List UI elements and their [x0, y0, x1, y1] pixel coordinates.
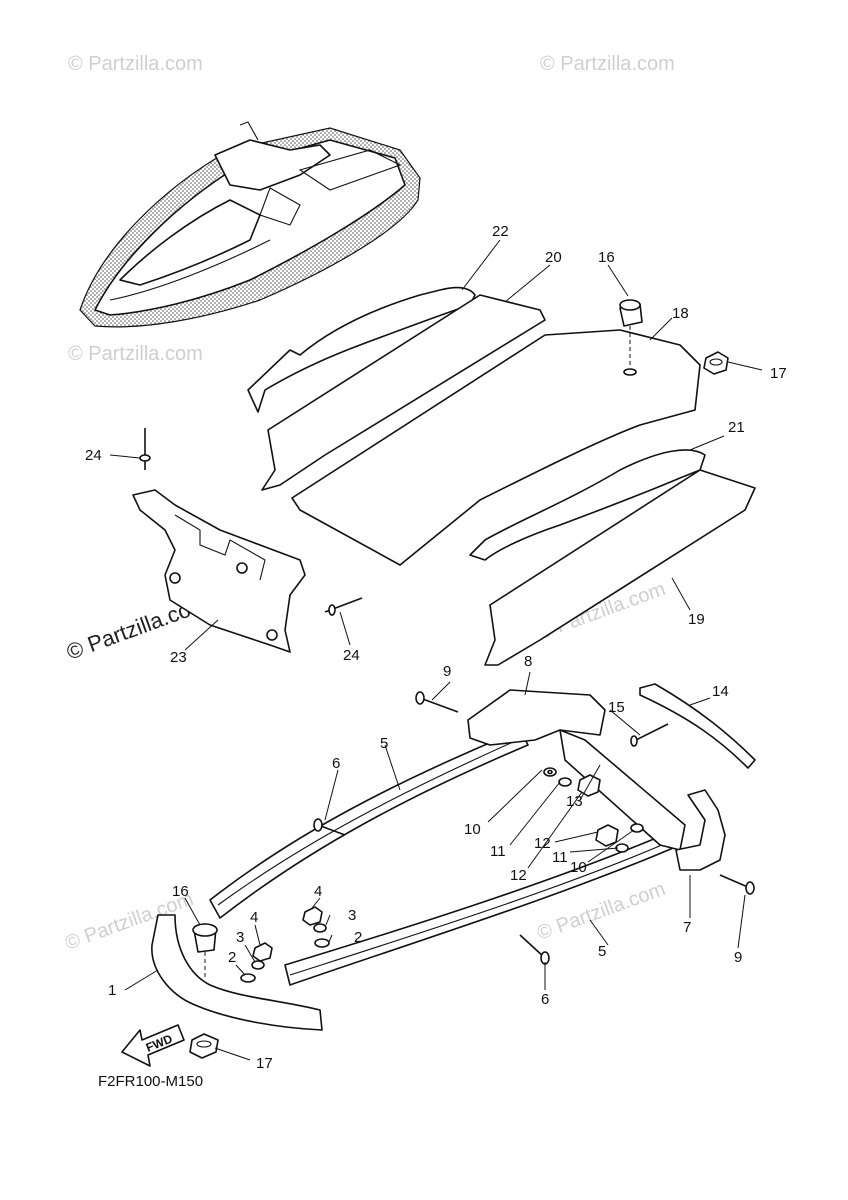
callout-22: 22	[492, 223, 509, 240]
callout-24-bottom: 24	[343, 647, 360, 664]
leader-lines	[109, 239, 763, 1061]
callout-6-right: 6	[541, 991, 549, 1008]
callout-12-left: 12	[510, 867, 527, 884]
callout-18: 18	[672, 305, 689, 322]
callout-8: 8	[524, 653, 532, 670]
callout-6-left: 6	[332, 755, 340, 772]
callout-12-right: 12	[534, 835, 551, 852]
callout-10-right: 10	[570, 859, 587, 876]
nut-17-top	[703, 351, 729, 375]
rivet-24-top	[139, 428, 151, 470]
washer-3-b	[251, 960, 265, 970]
callout-11-right: 11	[552, 849, 568, 866]
fwd-label: FWD	[144, 1031, 175, 1054]
corner-8	[467, 689, 606, 746]
callout-5-upper: 5	[380, 735, 388, 752]
rivet-15	[630, 723, 669, 747]
strip-14	[639, 683, 756, 769]
mat-19	[484, 469, 756, 666]
callout-23: 23	[170, 649, 187, 666]
watermark: © Partzilla.com	[540, 53, 675, 75]
callout-2-right: 2	[354, 929, 362, 946]
bracket-23	[132, 489, 306, 653]
callout-1: 1	[108, 982, 116, 999]
rail-5-upper	[209, 729, 529, 919]
callout-15: 15	[608, 699, 625, 716]
washer-11	[558, 777, 572, 787]
corner-7	[675, 789, 726, 871]
rivet-24-bottom	[324, 597, 363, 616]
washer-2-b	[240, 973, 256, 983]
callout-9-top: 9	[443, 663, 451, 680]
callout-17-top: 17	[770, 365, 787, 382]
plug-16-top	[619, 299, 643, 376]
nut-4	[302, 906, 323, 926]
mat-18	[291, 329, 701, 566]
forward-arrow: FWD	[121, 1024, 185, 1067]
callout-3-right: 3	[348, 907, 356, 924]
callout-5-lower: 5	[598, 943, 606, 960]
callout-9-bottom: 9	[734, 949, 742, 966]
bolt-6-left	[313, 818, 346, 836]
nut-17-bottom	[189, 1033, 219, 1059]
callout-7: 7	[683, 919, 691, 936]
nut-4-b	[252, 942, 273, 962]
callout-16-top: 16	[598, 249, 615, 266]
bolt-9-top	[415, 691, 459, 713]
washer-3	[313, 923, 327, 933]
plug-16-bottom	[192, 923, 218, 978]
callout-16-bottom: 16	[172, 883, 189, 900]
callout-14: 14	[712, 683, 729, 700]
watermark: © Partzilla.com	[68, 53, 203, 75]
callout-10-left: 10	[464, 821, 481, 838]
callout-11-left: 11	[490, 843, 506, 860]
bumper-1	[151, 914, 323, 1031]
mat-20	[261, 294, 546, 491]
nut-12	[577, 774, 601, 797]
callout-2-left: 2	[228, 949, 236, 966]
callout-3-left: 3	[236, 929, 244, 946]
callout-13: 13	[566, 793, 583, 810]
callout-4-right: 4	[314, 883, 322, 900]
washer-2	[314, 938, 330, 948]
bolt-9-bottom	[719, 874, 755, 895]
watermark: © Partzilla.com	[68, 343, 203, 365]
callout-numbers: 22 20 16 18 17 21 19 24 23 24 9 8 15 14 …	[85, 223, 787, 1072]
mat-21	[469, 449, 706, 561]
callout-4-left: 4	[250, 909, 258, 926]
callout-21: 21	[728, 419, 745, 436]
diagram-code: F2FR100-M150	[98, 1073, 203, 1090]
callout-17-bottom: 17	[256, 1055, 273, 1072]
callout-19: 19	[688, 611, 705, 628]
callout-20: 20	[545, 249, 562, 266]
callout-24-top: 24	[85, 447, 102, 464]
watercraft-overview	[79, 121, 421, 328]
